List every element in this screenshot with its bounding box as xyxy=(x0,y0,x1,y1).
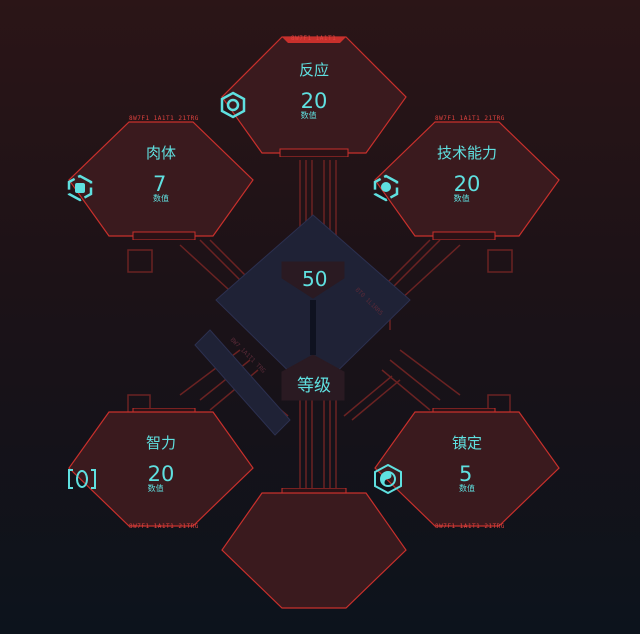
level-label: 等级 xyxy=(297,376,331,396)
fist-icon xyxy=(67,174,93,202)
level-diamond xyxy=(194,214,411,436)
value-unit: 数值 xyxy=(453,194,470,203)
tech-icon xyxy=(373,174,399,202)
attribute-name: 肉体 xyxy=(145,144,176,162)
panel-code: 8W7F1 1A1T1 21TRG xyxy=(129,523,199,530)
attribute-name: 镇定 xyxy=(451,434,482,452)
value-unit: 数值 xyxy=(153,194,169,203)
aperture-icon xyxy=(220,91,246,119)
level-value: 50 xyxy=(302,267,328,291)
empty-attribute-slot xyxy=(220,488,408,610)
value-unit: 数值 xyxy=(300,111,317,120)
attribute-name: 智力 xyxy=(145,434,176,452)
yin-yang-icon xyxy=(374,464,402,494)
brain-icon xyxy=(68,469,96,489)
attribute-value: 20 xyxy=(453,172,481,196)
panel-code: 8W7F1 1A1T1 21TRG xyxy=(129,115,199,122)
attribute-value: 7 xyxy=(153,172,167,196)
panel-code: 8W7F1 1A1T1 21TRG xyxy=(435,115,505,122)
panel-code: 8W7F1 1A1T1 21TRG xyxy=(435,523,505,530)
attribute-name: 反应 xyxy=(298,61,329,79)
attribute-value: 5 xyxy=(459,462,473,486)
attribute-value: 20 xyxy=(300,89,328,113)
value-unit: 数值 xyxy=(459,484,475,493)
panel-code: 8W7F1 1A1T1 xyxy=(291,35,337,42)
attribute-value: 20 xyxy=(147,462,175,486)
value-unit: 数值 xyxy=(147,484,164,493)
attribute-name: 技术能力 xyxy=(436,144,497,162)
